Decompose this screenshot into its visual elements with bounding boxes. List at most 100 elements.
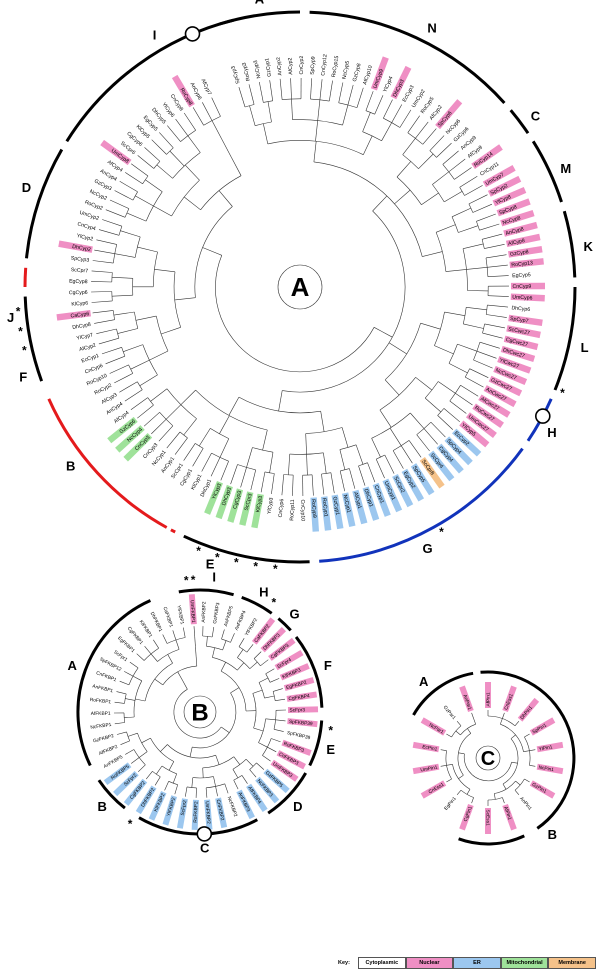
- clade-letter: L: [581, 340, 589, 355]
- localization-box: [310, 497, 320, 532]
- clade-letter: F: [324, 658, 332, 673]
- leaf-label: ScCwc27: [508, 326, 531, 336]
- leaf-label: CnFKBP1: [95, 670, 117, 683]
- leaf-label: CgPin1: [463, 805, 474, 822]
- leaf-label: KlCyp3: [255, 495, 264, 513]
- leaf: GzPin1: [529, 780, 556, 799]
- leaf-label: GzPin1: [531, 782, 548, 795]
- localization-box: [506, 325, 541, 339]
- leaf-label: RoFKBP3: [283, 741, 305, 754]
- localization-box: [352, 489, 368, 525]
- clade-letter: I: [212, 569, 216, 584]
- clade-letter: N: [427, 20, 436, 35]
- leaf: GzCyp8: [508, 245, 543, 258]
- leaf: AfCyp8: [505, 233, 541, 247]
- localization-box: [419, 457, 445, 489]
- clade-arc: [480, 670, 576, 830]
- leaf: ScCpr3: [239, 491, 254, 526]
- leaf-label: ScFpr4: [276, 657, 293, 670]
- leaf-label: RoCyp13: [511, 260, 533, 268]
- localization-box: [215, 484, 233, 520]
- leaf: EgCyp5: [512, 272, 531, 279]
- clade-letter: B: [98, 799, 107, 814]
- leaf: CgFKBP4: [286, 691, 318, 702]
- localization-box: [251, 493, 264, 529]
- leaf: AfCyp1: [352, 489, 368, 525]
- leaf-label: CnCyp6: [278, 498, 286, 517]
- leaf-label: YlCyp3: [211, 483, 223, 501]
- leaf-label: DhCwc27: [502, 347, 525, 359]
- leaf-label: DhCyp6: [511, 305, 530, 313]
- clade-arc: [178, 588, 235, 597]
- leaf-label: RoCyp3: [241, 62, 251, 82]
- leaf-label: UmCyp2: [79, 210, 100, 222]
- leaf-label: UmCyp6: [512, 295, 533, 302]
- clade-arc: [308, 720, 324, 767]
- leaf-label: AfFKBP2: [98, 744, 119, 757]
- leaf-label: RoCyp1: [321, 498, 329, 517]
- leaf: AnPar1: [459, 685, 474, 713]
- localization-box: [509, 258, 544, 269]
- leaf-label: EcCyp1: [81, 353, 100, 365]
- leaf: RoCyp15: [331, 55, 340, 77]
- leaf: EgFKBP2: [283, 677, 315, 691]
- leaf-label: YlFKBP2: [244, 617, 259, 637]
- leaf: CgCyp6: [69, 290, 88, 296]
- leaf-label: CnCyp2: [299, 56, 305, 75]
- localization-box: [478, 394, 511, 418]
- leaf: ScCwc27: [506, 325, 541, 339]
- leaf: SpFKBP39: [286, 730, 311, 741]
- leaf: CnCyp2: [299, 56, 305, 75]
- clade-arc: [319, 447, 524, 563]
- leaf: RoFKBP2: [191, 799, 200, 831]
- star-marker: *: [439, 525, 444, 539]
- leaf-label: DhCyp1: [200, 478, 213, 498]
- localization-box: [410, 463, 435, 496]
- localization-box: [420, 717, 447, 736]
- leaf-label: AfCyp10: [362, 65, 374, 86]
- leaf-label: YlCyp3: [266, 497, 274, 515]
- localization-box: [107, 416, 138, 444]
- leaf-label: AfPin1: [502, 806, 513, 822]
- leaf-label: CgCyp3: [232, 490, 243, 510]
- legend-item-membrane: Membrane: [548, 957, 596, 969]
- leaf: YlCyp3: [266, 497, 274, 515]
- localization-box: [115, 425, 145, 453]
- clade-letter: I: [153, 28, 157, 43]
- clade-letter: C: [200, 841, 210, 856]
- leaf-label: EgCyp8: [69, 279, 88, 285]
- leaf: CaCyp6: [56, 310, 91, 321]
- leaf: EcCyp1: [81, 353, 100, 365]
- localization-box: [113, 771, 139, 797]
- leaf: GzCyp8: [352, 63, 363, 83]
- leaf: GzFKBP2: [92, 733, 114, 744]
- leaf: SpFKBP12: [98, 656, 122, 673]
- leaf: SpCyp7: [508, 314, 543, 327]
- clade-letter: A: [255, 0, 265, 6]
- leaf: UmPin1: [412, 763, 440, 775]
- circle-marker: [196, 826, 213, 842]
- leaf-label: EgPin1: [443, 796, 458, 812]
- leaf-label: AfCyp2: [79, 343, 97, 353]
- leaf: UmFKBP2: [204, 799, 213, 830]
- clade-letter: G: [289, 607, 299, 622]
- circle-marker: [534, 408, 551, 424]
- clade-arc: [65, 18, 234, 143]
- leaf: EcPin1: [412, 741, 440, 753]
- leaf-label: ScEss1: [484, 810, 490, 827]
- leaf-label: RoCyp2: [84, 199, 104, 212]
- localization-box: [444, 436, 473, 466]
- leaf: CnEss1: [420, 780, 447, 799]
- localization-box: [529, 717, 556, 736]
- leaf-label: NcFKBP2: [226, 796, 239, 818]
- leaf: ScFpr3: [287, 706, 319, 714]
- clade-arc: [23, 267, 28, 288]
- leaf-label: AfFKBP4: [246, 785, 262, 805]
- leaf-label: AnPin1: [518, 796, 533, 812]
- localization-box: [188, 594, 197, 625]
- leaf: KlCyp6: [71, 300, 88, 307]
- leaf-label: GzFKBP2: [92, 733, 114, 744]
- leaf: NcCyp8: [500, 209, 535, 226]
